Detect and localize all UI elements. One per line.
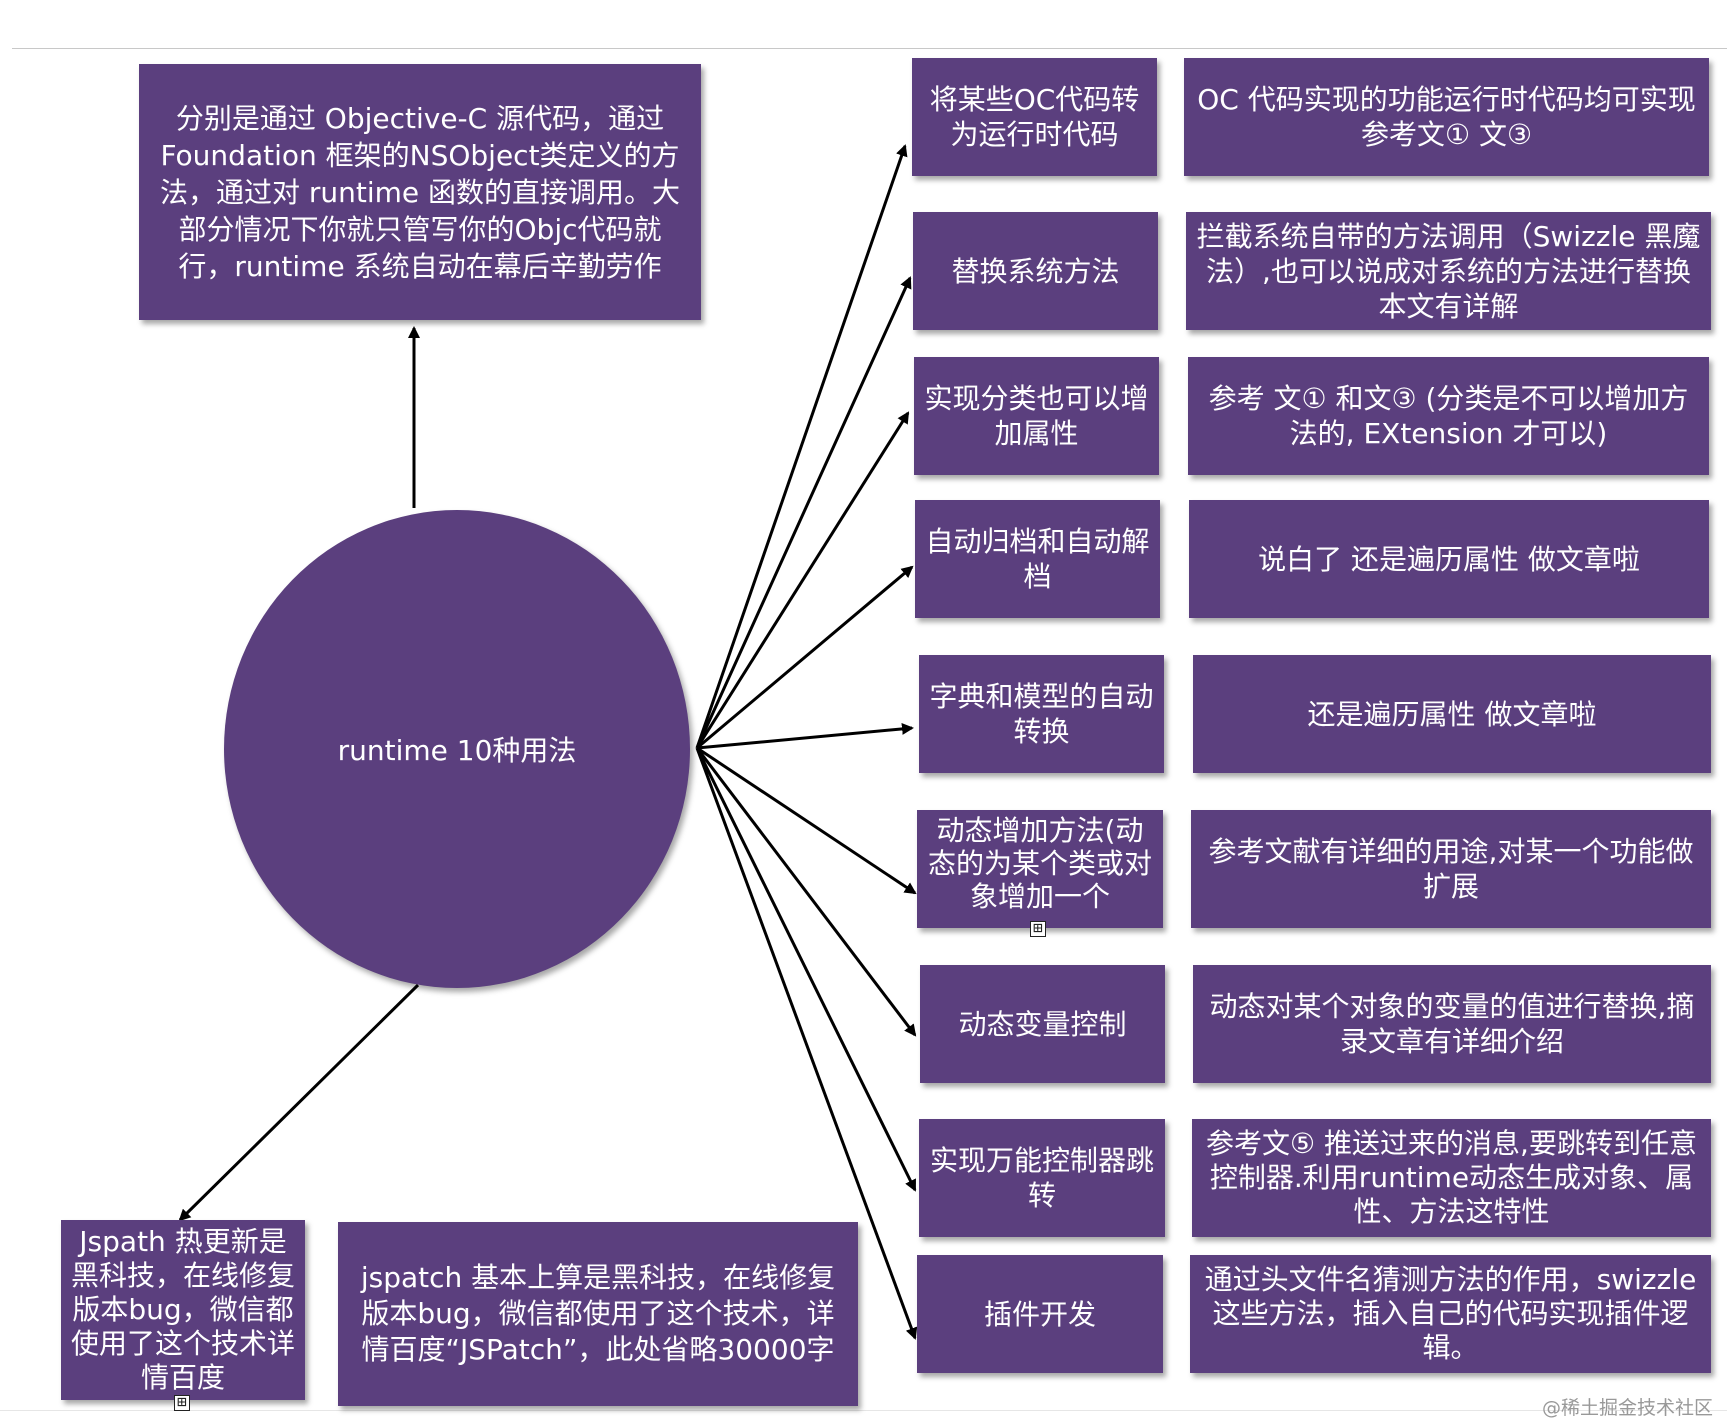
bottom-left-short-box[interactable]: Jspath 热更新是黑科技，在线修复版本bug，微信都使用了这个技术详情百度: [61, 1220, 305, 1400]
usage-4-detail[interactable]: 说白了 还是遍历属性 做文章啦: [1189, 500, 1709, 618]
usage-3-detail[interactable]: 参考 文① 和文③ (分类是不可以增加方法的, EXtension 才可以): [1188, 357, 1709, 475]
usage-3-name-text: 实现分类也可以增加属性: [924, 382, 1149, 450]
arrow-usage-5: [696, 722, 914, 750]
usage-1-name[interactable]: 将某些OC代码转为运行时代码: [912, 58, 1157, 176]
usage-4-name[interactable]: 自动归档和自动解档: [915, 500, 1160, 618]
usage-6-name[interactable]: 动态增加方法(动态的为某个类或对象增加一个: [917, 810, 1163, 928]
usage-1-detail-text: OC 代码实现的功能运行时代码均可实现 参考文① 文③: [1197, 83, 1696, 151]
usage-3-name[interactable]: 实现分类也可以增加属性: [914, 357, 1159, 475]
bottom-left-long-box[interactable]: jspatch 基本上算是黑科技，在线修复版本bug，微信都使用了这个技术，详情…: [338, 1222, 858, 1406]
usage-5-name-text: 字典和模型的自动转换: [929, 680, 1154, 748]
usage-9-detail-text: 通过头文件名猜测方法的作用，swizzle 这些方法，插入自己的代码实现插件逻辑…: [1204, 1263, 1697, 1364]
usage-7-detail[interactable]: 动态对某个对象的变量的值进行替换,摘录文章有详细介绍: [1193, 965, 1711, 1083]
arrow-usage-7: [695, 747, 917, 1037]
bottom-left-short-text: Jspath 热更新是黑科技，在线修复版本bug，微信都使用了这个技术详情百度: [70, 1225, 295, 1394]
watermark: @稀土掘金技术社区: [1541, 1397, 1713, 1419]
arrow-usage-8: [695, 747, 917, 1192]
arrow-usage-1: [695, 144, 908, 749]
arrow-to-bottom-left: [178, 983, 420, 1222]
arrow-usage-9: [695, 747, 918, 1340]
usage-1-name-text: 将某些OC代码转为运行时代码: [929, 83, 1140, 151]
usage-7-detail-text: 动态对某个对象的变量的值进行替换,摘录文章有详细介绍: [1209, 990, 1695, 1058]
usage-6-name-text: 动态增加方法(动态的为某个类或对象增加一个: [927, 814, 1152, 913]
usage-2-detail-text: 拦截系统自带的方法调用（Swizzle 黑魔法）,也可以说成对系统的方法进行替换…: [1196, 219, 1701, 323]
top-divider: [12, 48, 1727, 49]
arrow-usage-4: [696, 565, 914, 750]
arrow-usage-3: [695, 411, 910, 749]
expand-icon[interactable]: ⊞: [1030, 920, 1046, 937]
usage-9-name-text: 插件开发: [983, 1297, 1096, 1331]
bottom-divider: [0, 1410, 1727, 1411]
usage-9-detail[interactable]: 通过头文件名猜测方法的作用，swizzle 这些方法，插入自己的代码实现插件逻辑…: [1190, 1255, 1711, 1373]
usage-8-detail-text: 参考文⑤ 推送过来的消息,要跳转到任意控制器.利用runtime动态生成对象、属…: [1206, 1127, 1697, 1228]
arrow-usage-2: [695, 276, 912, 749]
usage-6-detail-text: 参考文献有详细的用途,对某一个功能做扩展: [1208, 835, 1694, 903]
usage-2-detail[interactable]: 拦截系统自带的方法调用（Swizzle 黑魔法）,也可以说成对系统的方法进行替换…: [1186, 212, 1711, 330]
usage-4-name-text: 自动归档和自动解档: [925, 525, 1150, 593]
usage-9-name[interactable]: 插件开发: [917, 1255, 1163, 1373]
usage-1-detail[interactable]: OC 代码实现的功能运行时代码均可实现 参考文① 文③: [1184, 58, 1709, 176]
usage-2-name-text: 替换系统方法: [951, 254, 1120, 288]
usage-5-detail[interactable]: 还是遍历属性 做文章啦: [1193, 655, 1711, 773]
top-note-box[interactable]: 分别是通过 Objective-C 源代码，通过 Foundation 框架的N…: [139, 64, 701, 320]
usage-3-detail-text: 参考 文① 和文③ (分类是不可以增加方法的, EXtension 才可以): [1208, 382, 1689, 450]
usage-7-name[interactable]: 动态变量控制: [920, 965, 1165, 1083]
top-note-text: 分别是通过 Objective-C 源代码，通过 Foundation 框架的N…: [159, 101, 681, 283]
center-node-label: runtime 10种用法: [337, 734, 577, 767]
usage-8-name-text: 实现万能控制器跳转: [929, 1144, 1154, 1212]
usage-8-detail[interactable]: 参考文⑤ 推送过来的消息,要跳转到任意控制器.利用runtime动态生成对象、属…: [1192, 1119, 1711, 1237]
center-node[interactable]: runtime 10种用法: [224, 510, 690, 988]
usage-8-name[interactable]: 实现万能控制器跳转: [919, 1119, 1165, 1237]
usage-4-detail-text: 说白了 还是遍历属性 做文章啦: [1258, 542, 1640, 576]
usage-5-name[interactable]: 字典和模型的自动转换: [919, 655, 1164, 773]
expand-icon[interactable]: ⊞: [174, 1394, 190, 1411]
usage-5-detail-text: 还是遍历属性 做文章啦: [1307, 697, 1597, 731]
bottom-left-long-text: jspatch 基本上算是黑科技，在线修复版本bug，微信都使用了这个技术，详情…: [360, 1261, 836, 1366]
arrow-usage-6: [696, 746, 917, 895]
usage-7-name-text: 动态变量控制: [958, 1007, 1127, 1041]
usage-2-name[interactable]: 替换系统方法: [913, 212, 1158, 330]
usage-6-detail[interactable]: 参考文献有详细的用途,对某一个功能做扩展: [1191, 810, 1711, 928]
